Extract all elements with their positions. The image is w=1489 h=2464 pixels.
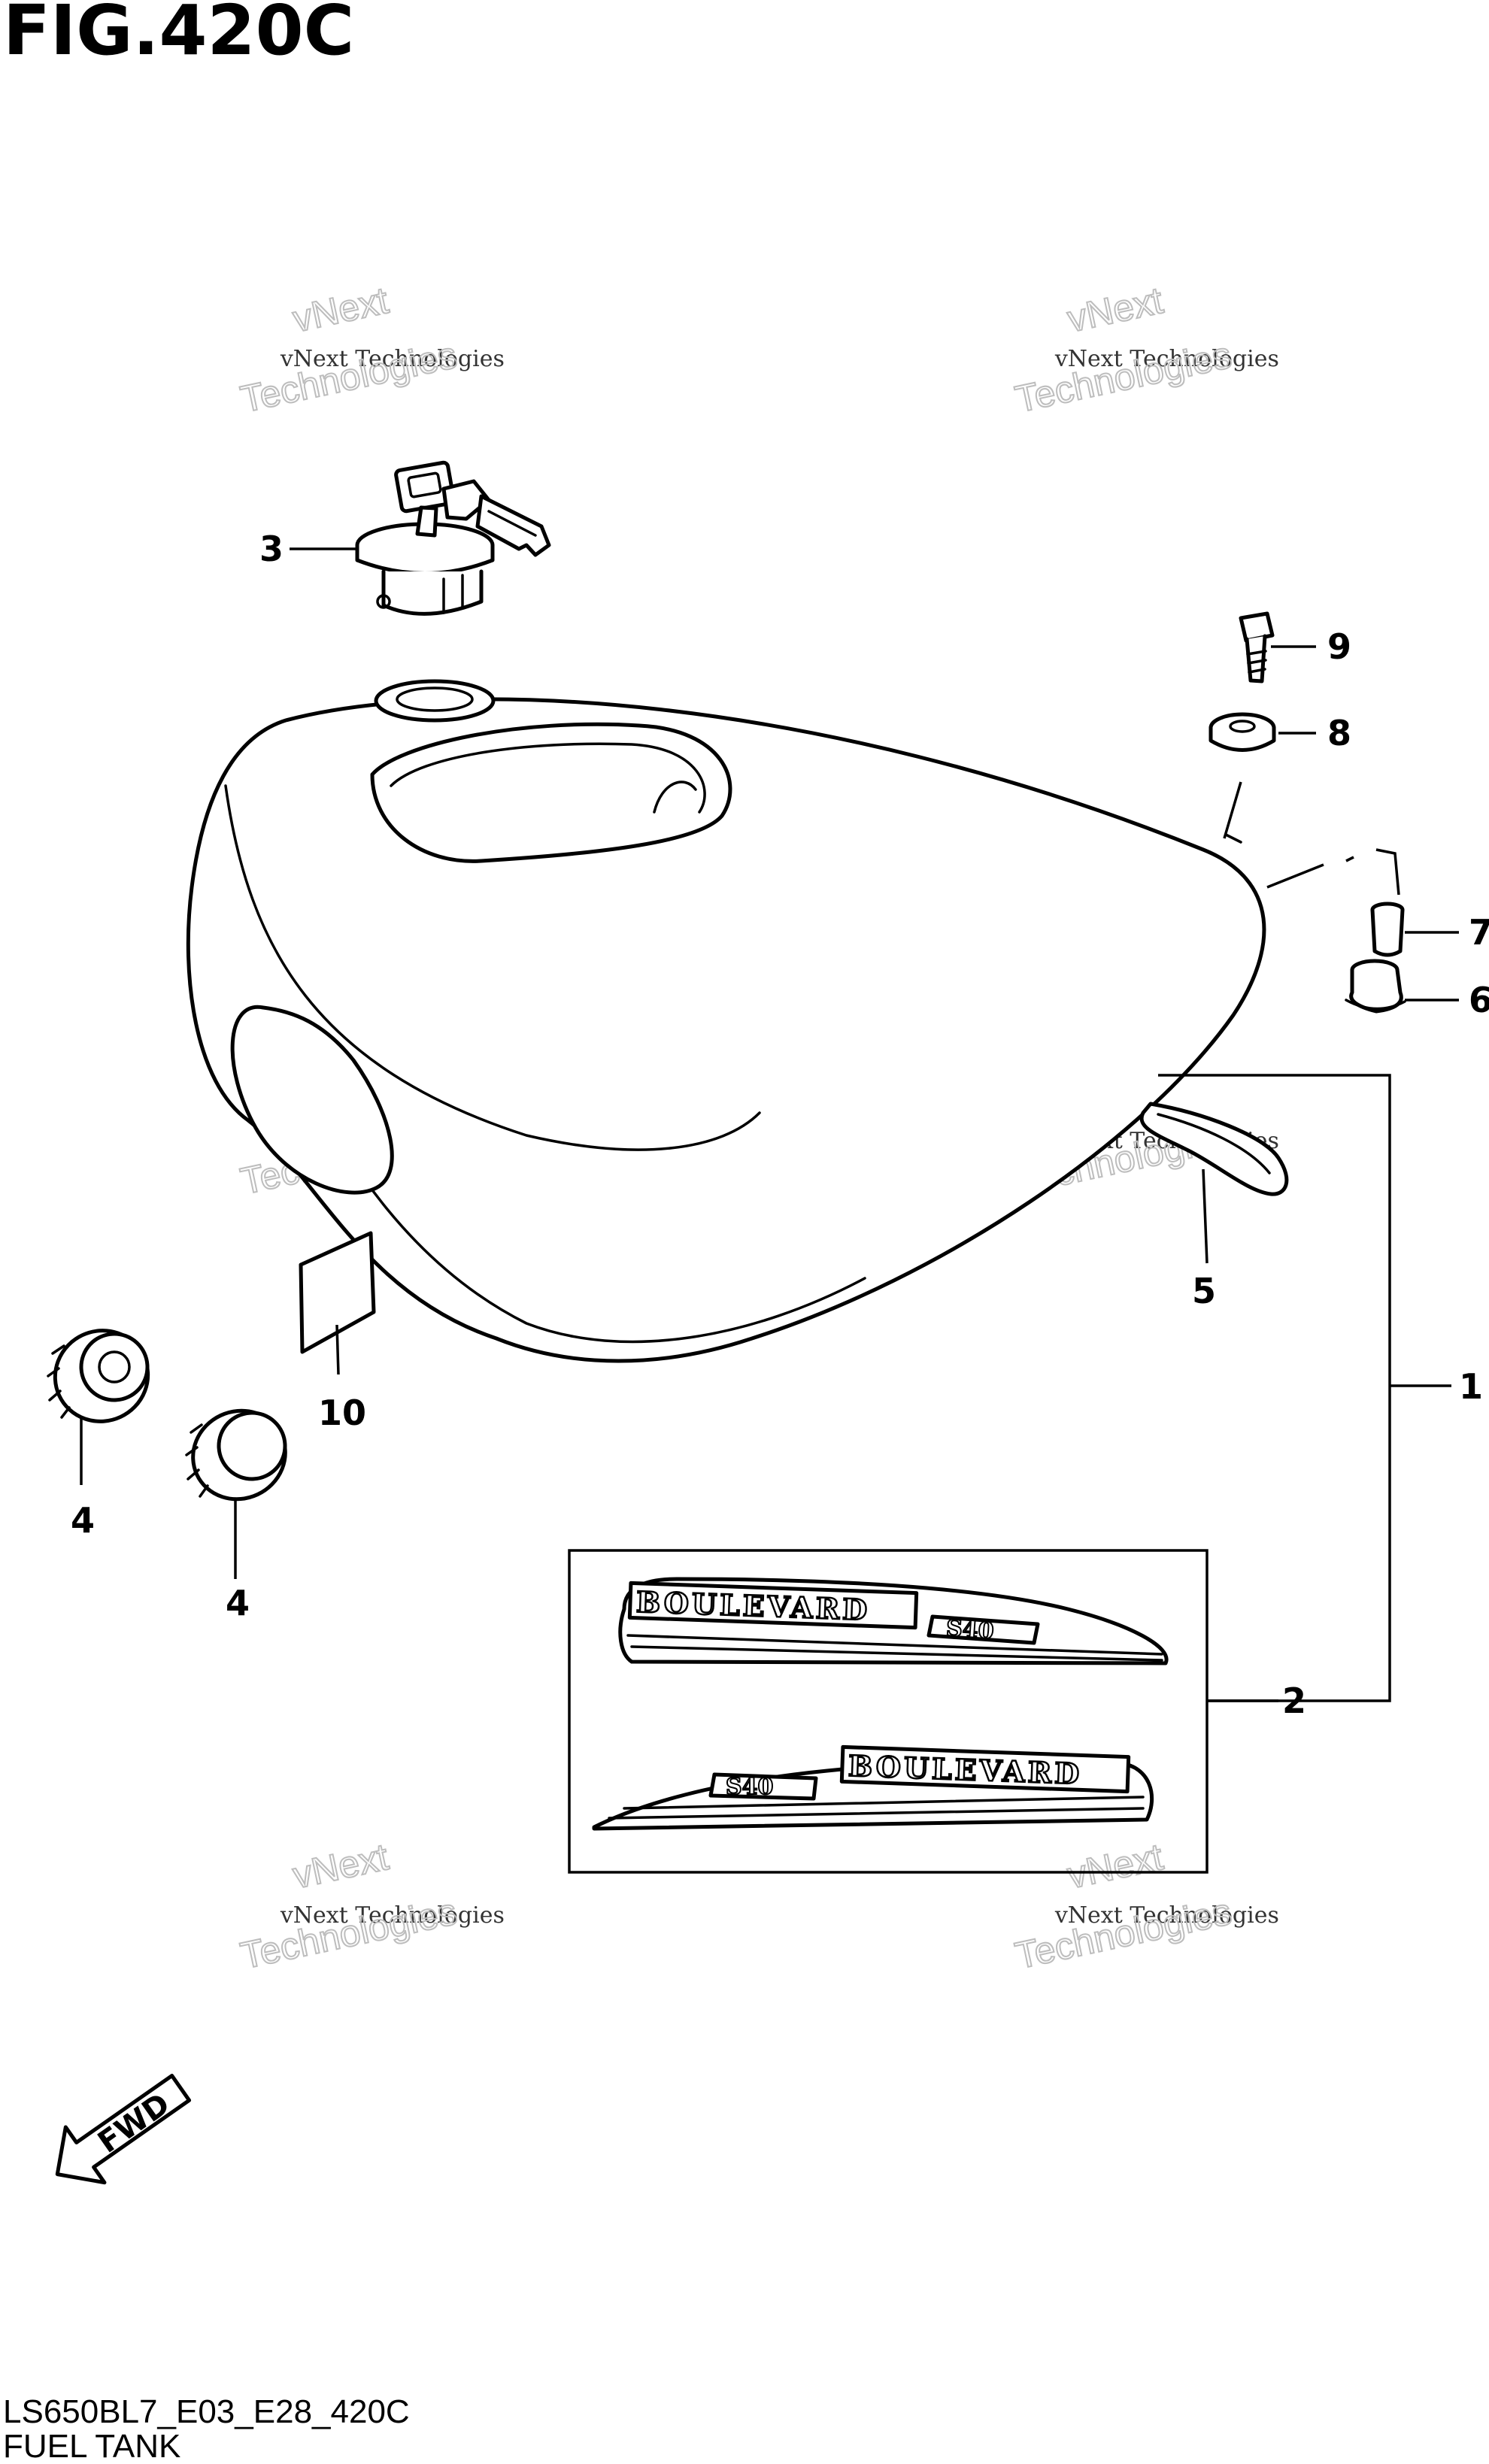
svg-text:S40: S40 (945, 1615, 995, 1644)
leader-10 (335, 1324, 340, 1375)
svg-text:vNext Technologies: vNext Technologies (1054, 1902, 1279, 1929)
callout-1: 1 (1459, 1366, 1483, 1407)
figure-title: FIG.420C (3, 0, 354, 71)
bolt-part-9 (1239, 611, 1275, 683)
watermark-top-left: vNext vNext Technologies Technologies (236, 278, 505, 421)
callout-9: 9 (1327, 626, 1351, 667)
svg-text:vNext Technologies: vNext Technologies (1054, 346, 1279, 372)
mount-centerline (1223, 781, 1400, 896)
svg-text:vNext: vNext (1064, 1835, 1167, 1896)
leader-5 (1202, 1168, 1208, 1264)
callout-6: 6 (1469, 980, 1489, 1020)
fwd-arrow-icon: FWD (55, 2074, 192, 2185)
cap-nut-part-4b (185, 1408, 287, 1502)
svg-text:vNext: vNext (290, 1835, 393, 1896)
svg-text:vNext: vNext (1064, 279, 1167, 340)
fuel-cap-part-3 (355, 460, 551, 616)
svg-text:vNext Technologies: vNext Technologies (280, 1902, 505, 1929)
callout-4b: 4 (226, 1583, 250, 1623)
svg-text:BOULEVARD: BOULEVARD (848, 1749, 1083, 1791)
cap-nut-part-4a (47, 1329, 150, 1423)
svg-text:vNext: vNext (290, 279, 393, 340)
cushion-strip-part-5 (1139, 1102, 1289, 1196)
callout-3: 3 (259, 529, 284, 569)
figure-code: LS650BL7_E03_E28_420C (3, 2393, 410, 2430)
decal-box-part-2 (568, 1549, 1208, 1874)
callout-10: 10 (318, 1393, 366, 1433)
svg-text:BOULEVARD: BOULEVARD (635, 1585, 871, 1627)
callout-7: 7 (1469, 912, 1489, 953)
bracket-1 (1158, 1074, 1391, 1702)
decal-lower: BOULEVARD S40 (592, 1744, 1154, 1831)
figure-name: FUEL TANK (3, 2428, 180, 2464)
svg-text:FWD: FWD (92, 2087, 176, 2160)
watermark-bottom-right: vNext vNext Technologies Technologies (1011, 1835, 1279, 1978)
svg-text:vNext Technologies: vNext Technologies (280, 346, 505, 372)
label-part-10 (299, 1231, 376, 1354)
callout-8: 8 (1327, 713, 1351, 753)
watermark-bottom-left: vNext vNext Technologies Technologies (236, 1835, 505, 1978)
callout-4a: 4 (71, 1500, 95, 1541)
fuel-tank-part-1 (186, 679, 1266, 1363)
svg-text:S40: S40 (726, 1774, 773, 1800)
decal-upper: BOULEVARD S40 (618, 1577, 1169, 1665)
callout-5: 5 (1192, 1271, 1216, 1311)
watermark-top-right: vNext vNext Technologies Technologies (1011, 278, 1279, 421)
cushion-part-8 (1208, 712, 1276, 752)
callout-2: 2 (1282, 1681, 1306, 1721)
cushion-part-6 (1345, 959, 1406, 1014)
collar-part-7 (1370, 902, 1405, 957)
